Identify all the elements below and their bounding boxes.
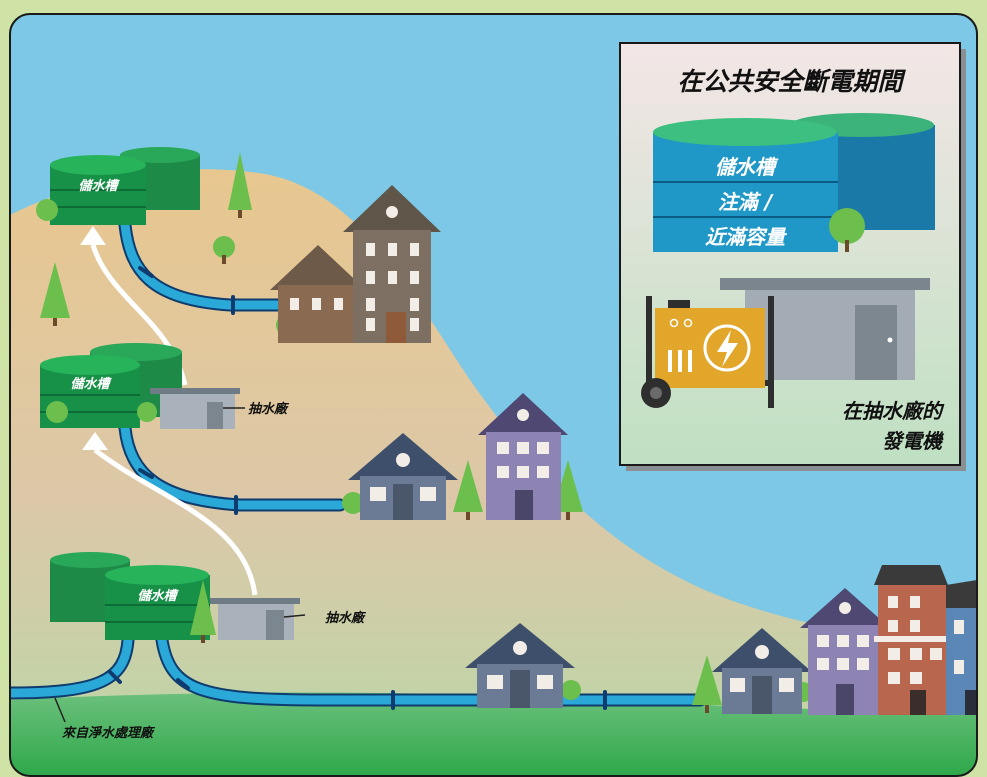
house-blue-middle [348, 433, 458, 520]
inset-tank-line-1: 儲水槽 [715, 155, 779, 179]
house-tall-brown [343, 185, 441, 343]
house-brown-small [270, 245, 366, 343]
house-purple-middle [478, 393, 568, 520]
source-pointer [54, 697, 66, 723]
pump-station-label-bottom: 抽水廠 [325, 610, 367, 626]
tank-label-top: 儲水槽 [78, 178, 120, 194]
tank-label-bottom: 儲水槽 [137, 588, 179, 604]
inset-tank-line-3: 近滿容量 [705, 225, 788, 249]
building-red-brick [874, 565, 950, 715]
scene-frame [9, 13, 978, 777]
arrow-head-top [80, 226, 106, 245]
arrow-head-middle [82, 432, 108, 450]
inset-storage-tanks [653, 113, 935, 252]
water-pipes [10, 218, 707, 710]
inset-panel: 在公共安全斷電期間 儲水槽 注滿 / 近滿容量 [619, 42, 966, 471]
inset-tank-line-2: 注滿 / [718, 190, 774, 214]
tank-label-middle: 儲水槽 [70, 376, 112, 392]
house-blue-right [712, 628, 812, 714]
source-label: 來自淨水處理廠 [62, 725, 156, 741]
inset-generator [641, 296, 774, 408]
inset-generator-line-1: 在抽水廠的 [842, 399, 945, 423]
pump-station-bottom [210, 598, 306, 640]
inset-generator-line-2: 發電機 [882, 429, 945, 453]
storage-tank-top [50, 147, 200, 225]
building-blue-right [946, 580, 977, 715]
pump-station-label-middle: 抽水廠 [248, 401, 290, 417]
inset-title: 在公共安全斷電期間 [677, 67, 906, 96]
house-purple-right [800, 588, 890, 715]
house-blue-bottom [465, 623, 575, 708]
pump-station-middle [150, 388, 245, 429]
